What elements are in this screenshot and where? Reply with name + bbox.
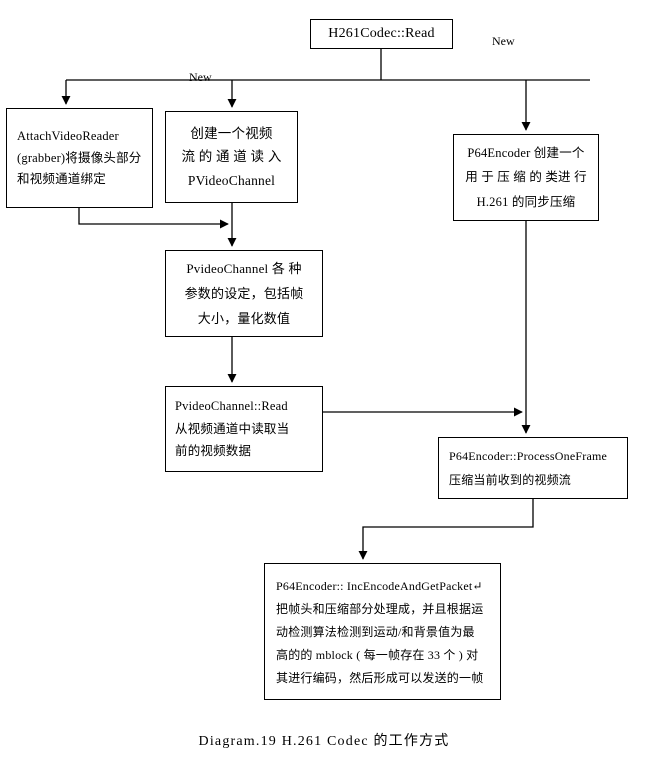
edge-label-new-left: New bbox=[189, 70, 212, 84]
node-p64encoder-line-3: H.261 的同步压缩 bbox=[476, 194, 576, 209]
edge-process-to-packet bbox=[358, 499, 534, 560]
node-inc-encode-and-get-packet-line-1: P64Encoder:: IncEncodeAndGetPacket↵ bbox=[276, 578, 483, 593]
node-pvideochannel-read[interactable]: PvideoChannel::Read 从视频通道中读取当 前的视频数据 bbox=[165, 386, 323, 472]
node-pvideochannel-read-line-1: PvideoChannel::Read bbox=[175, 399, 288, 414]
diagram-caption: Diagram.19 H.261 Codec 的工作方式 bbox=[198, 734, 450, 749]
node-inc-encode-and-get-packet-line-4: 高的的 mblock ( 每一帧存在 33 个 ) 对 bbox=[276, 647, 479, 662]
edge-attach-to-merge bbox=[78, 207, 229, 229]
node-process-one-frame-line-1: P64Encoder::ProcessOneFrame bbox=[449, 449, 608, 463]
edge-label-new-right: New bbox=[492, 34, 515, 48]
node-p64encoder[interactable]: P64Encoder 创建一个 用 于 压 缩 的 类进 行 H.261 的同步… bbox=[453, 134, 599, 221]
node-pvideochannel-read-line-2: 从视频通道中读取当 bbox=[175, 421, 290, 436]
node-process-one-frame-line-2: 压缩当前收到的视频流 bbox=[449, 473, 572, 487]
node-create-video-channel-line-1: 创建一个视频 bbox=[190, 125, 273, 141]
node-h261codec-read[interactable]: H261Codec::Read bbox=[310, 19, 453, 49]
node-create-video-channel-line-2: 流 的 通 道 读 入 bbox=[181, 149, 282, 165]
node-attach-video-reader-line-2: (grabber)将摄像头部分 bbox=[17, 150, 142, 165]
node-attach-video-reader-line-3: 和视频通道绑定 bbox=[17, 172, 106, 187]
node-p64encoder-line-2: 用 于 压 缩 的 类进 行 bbox=[465, 170, 587, 185]
node-pvideochannel-params-line-1: PvideoChannel 各 种 bbox=[186, 261, 302, 276]
node-h261codec-read-line-1: H261Codec::Read bbox=[328, 26, 435, 41]
node-inc-encode-and-get-packet[interactable]: P64Encoder:: IncEncodeAndGetPacket↵ 把帧头和… bbox=[264, 563, 501, 700]
node-process-one-frame[interactable]: P64Encoder::ProcessOneFrame 压缩当前收到的视频流 bbox=[438, 437, 628, 499]
node-attach-video-reader-line-1: AttachVideoReader bbox=[17, 129, 119, 144]
node-inc-encode-and-get-packet-line-2: 把帧头和压缩部分处理成，并且根据运 bbox=[276, 601, 484, 616]
node-inc-encode-and-get-packet-line-5: 其进行编码，然后形成可以发送的一帧 bbox=[276, 670, 484, 685]
node-p64encoder-line-1: P64Encoder 创建一个 bbox=[467, 145, 585, 160]
node-pvideochannel-read-line-3: 前的视频数据 bbox=[175, 444, 252, 459]
node-pvideochannel-params-line-3: 大小，量化数值 bbox=[197, 311, 291, 326]
node-create-video-channel-line-3: PVideoChannel bbox=[187, 172, 276, 188]
node-pvideochannel-params[interactable]: PvideoChannel 各 种 参数的设定，包括帧 大小，量化数值 bbox=[165, 250, 323, 337]
node-pvideochannel-params-line-2: 参数的设定，包括帧 bbox=[184, 286, 304, 301]
node-inc-encode-and-get-packet-line-3: 动检测算法检测到运动/和背景值为最 bbox=[276, 624, 475, 639]
node-attach-video-reader[interactable]: AttachVideoReader (grabber)将摄像头部分 和视频通道绑… bbox=[6, 108, 153, 208]
node-create-video-channel[interactable]: 创建一个视频 流 的 通 道 读 入 PVideoChannel bbox=[165, 111, 298, 203]
